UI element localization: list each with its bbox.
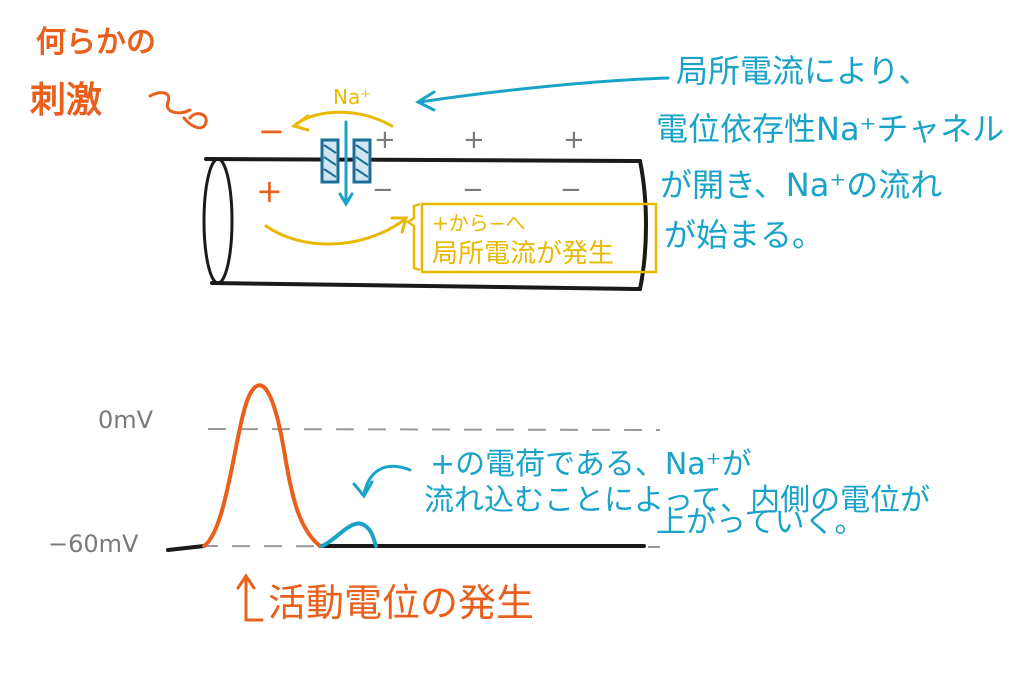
blue-note-top-line2: 電位依存性Na⁺チャネル [656,110,1004,148]
charge-outside-left: − [258,112,285,150]
stimulus-arrow [148,91,208,130]
hump-pointer-arrow [352,464,412,499]
depolarization-hump [320,521,378,548]
stimulus-line1: 何らかの [36,25,156,60]
sodium-inflow-arrow [338,120,354,207]
charge-inside-left: + [256,172,283,210]
charge-inside-right-1: − [372,175,394,205]
sodium-channel [320,138,372,184]
local-current-box: +から−へ 局所電流が発生 [405,202,658,274]
blue-pointer-arrow [414,76,670,112]
sodium-ion-label: Na⁺ [333,85,371,109]
charge-outside-right-3: + [563,125,585,155]
blue-note-top-line1: 局所電流により、 [676,52,930,90]
local-current-line1: +から−へ [432,211,526,235]
charge-inside-right-3: − [560,175,582,205]
blue-note-bottom-line1: +の電荷である、Na⁺が [430,447,752,482]
zero-mv-dashed-line [207,428,661,431]
outside-current-arrow [290,110,394,132]
blue-note-bottom-line2: 流れ込むことによって、内側の電位が [424,483,930,518]
axon-cylinder [202,157,648,291]
inside-current-arrow [264,216,408,246]
local-current-line2: 局所電流が発生 [432,239,614,269]
axis-label-zero-mv: 0mV [98,406,154,434]
action-potential-arrow [236,573,264,622]
stimulus-line2: 刺激 [30,80,102,121]
blue-note-bottom-line3: 上がっていく。 [656,505,865,540]
action-potential-spike [202,383,322,548]
blue-note-top-line4: が始まる。 [664,216,824,254]
axis-label-resting-mv: −60mV [48,530,139,558]
charge-outside-right-1: + [374,125,396,155]
charge-inside-right-2: − [462,175,484,205]
charge-outside-right-2: + [463,125,485,155]
action-potential-label: 活動電位の発生 [268,581,534,625]
blue-note-top-line3: が開き、Na⁺の流れ [660,166,942,204]
